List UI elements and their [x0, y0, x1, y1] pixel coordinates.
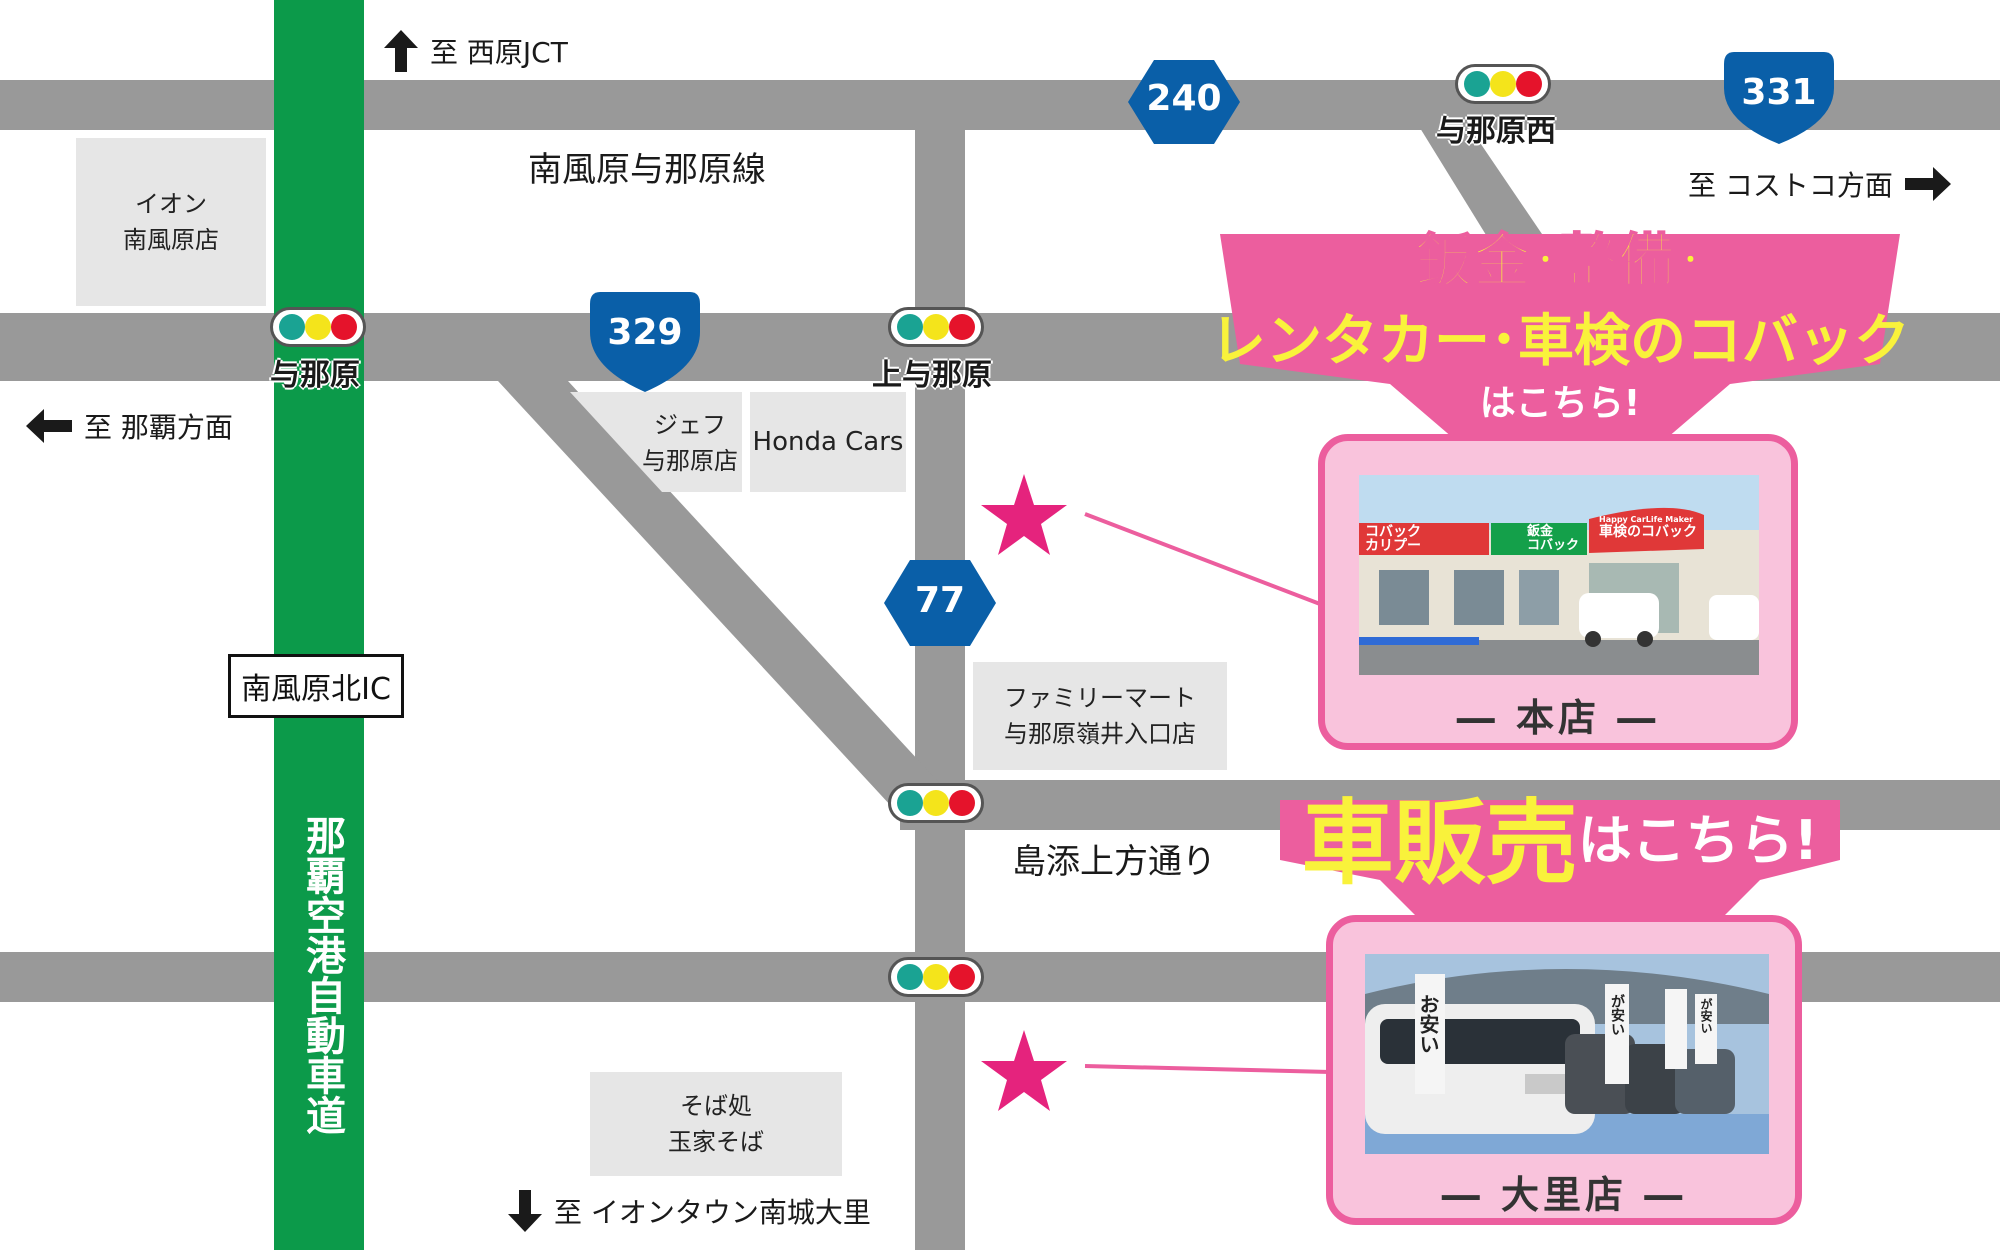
sales-callout-banner — [1280, 800, 1840, 930]
landmark-jef-line1: ジェフ — [654, 411, 726, 439]
landmark-aeon-line2: 南風原店 — [123, 226, 219, 254]
landmark-honda: Honda Cars — [750, 392, 906, 492]
shop-photo-main: コバック カリプー 鈑金 コバック Happy CarLife Maker 車検… — [1359, 475, 1759, 675]
traffic-light-kamiyonabaru — [888, 307, 984, 347]
traffic-light-lower — [888, 783, 984, 823]
direction-east-text: 至 コストコ方面 — [1688, 169, 1893, 202]
main-photo-sign3: Happy CarLife Maker 車検のコバック — [1599, 513, 1697, 539]
landmark-aeon: イオン 南風原店 — [76, 138, 266, 306]
main-photo-sign3-small: Happy CarLife Maker — [1599, 515, 1694, 524]
star-icon-main — [981, 474, 1067, 555]
main-callout-line1: 鈑金･整備･ — [1414, 226, 1706, 296]
shop-cars-ozato — [1365, 954, 1769, 1154]
arrow-up-icon — [384, 30, 418, 72]
route-331-number: 331 — [1741, 72, 1817, 113]
main-callout-line2: レンタカー･車検のコバック — [1210, 309, 1910, 374]
landmark-soba-line2: 玉家そば — [668, 1128, 764, 1156]
main-callout-banner — [1220, 234, 1900, 444]
main-photo-sign1-line2: カリプー — [1365, 538, 1421, 554]
direction-east: 至 コストコ方面 — [1688, 164, 1951, 204]
landmark-familymart-line1: ファミリーマート — [1004, 684, 1196, 712]
shop-name-ozato: ― 大里店 ― — [1441, 1173, 1687, 1217]
landmark-jef: ジェフ 与那原店 — [630, 400, 750, 486]
signal-label-yonabaru-nishi: 与那原西 — [1436, 114, 1556, 149]
road-name-lower: 島添上方通り — [1012, 842, 1216, 882]
main-callout-line3: はこちら! — [1479, 383, 1641, 424]
road-name-top: 南風原与那原線 — [528, 150, 766, 190]
direction-north: 至 西原JCT — [384, 30, 568, 72]
route-77-number: 77 — [914, 580, 966, 621]
shop-card-main: コバック カリプー 鈑金 コバック Happy CarLife Maker 車検… — [1318, 434, 1798, 750]
landmark-familymart-line2: 与那原嶺井入口店 — [1004, 720, 1196, 748]
route-240-number: 240 — [1146, 78, 1222, 119]
ozato-flag3: が安い — [1699, 998, 1713, 1034]
arrow-down-icon — [508, 1190, 542, 1232]
direction-south-text: 至 イオンタウン南城大里 — [554, 1196, 871, 1229]
traffic-light-bottom — [888, 957, 984, 997]
arrow-right-icon — [1904, 167, 1951, 201]
route-329-icon — [590, 292, 700, 392]
route-240-icon — [1128, 60, 1240, 144]
main-photo-sign2: 鈑金 コバック — [1527, 525, 1579, 553]
route-77-icon — [884, 560, 996, 646]
route-329-number: 329 — [607, 312, 683, 353]
shop-card-ozato: お安い が安い が安い ― 大里店 ― — [1326, 915, 1802, 1225]
landmark-jef-shape — [570, 392, 742, 492]
expressway-name: 那覇空港自動車道 — [299, 815, 345, 1135]
arrow-left-icon — [26, 409, 72, 443]
sales-callout: 車販売 はこちら! — [1280, 780, 1840, 897]
shop-building-main — [1359, 475, 1759, 675]
direction-west: 至 那覇方面 — [26, 406, 233, 446]
route-331-icon — [1724, 52, 1834, 144]
signal-label-yonabaru: 与那原 — [270, 358, 360, 393]
shop-photo-ozato: お安い が安い が安い — [1365, 954, 1769, 1154]
sales-callout-big: 車販売 — [1301, 789, 1578, 897]
shop-name-main: ― 本店 ― — [1456, 696, 1660, 740]
main-photo-sign1-line1: コバック — [1365, 524, 1421, 540]
landmark-honda-text: Honda Cars — [752, 427, 904, 457]
landmark-soba-line1: そば処 — [680, 1092, 752, 1120]
direction-west-text: 至 那覇方面 — [84, 411, 233, 444]
ozato-flag2: が安い — [1609, 994, 1625, 1036]
landmark-jef-line2: 与那原店 — [642, 447, 738, 475]
star-icon-ozato — [981, 1030, 1067, 1111]
signal-label-kamiyonabaru: 上与那原 — [872, 358, 992, 393]
main-photo-sign1: コバック カリプー — [1365, 525, 1421, 553]
direction-north-text: 至 西原JCT — [430, 36, 568, 69]
direction-south: 至 イオンタウン南城大里 — [508, 1190, 871, 1232]
main-photo-sign3-text: 車検のコバック — [1599, 524, 1697, 540]
main-photo-sign2-line1: 鈑金 — [1527, 524, 1554, 539]
traffic-light-yonabaru-nishi — [1455, 64, 1551, 104]
ozato-flag1: お安い — [1416, 994, 1440, 1054]
landmark-soba: そば処 玉家そば — [590, 1072, 842, 1176]
expressway — [274, 0, 364, 1250]
ic-label: 南風原北IC — [228, 654, 404, 718]
main-photo-sign2-line2: コバック — [1527, 538, 1580, 553]
landmark-aeon-line1: イオン — [135, 190, 207, 218]
traffic-light-yonabaru — [270, 307, 366, 347]
landmark-familymart: ファミリーマート 与那原嶺井入口店 — [973, 662, 1227, 770]
sales-callout-small: はこちら! — [1577, 808, 1819, 872]
